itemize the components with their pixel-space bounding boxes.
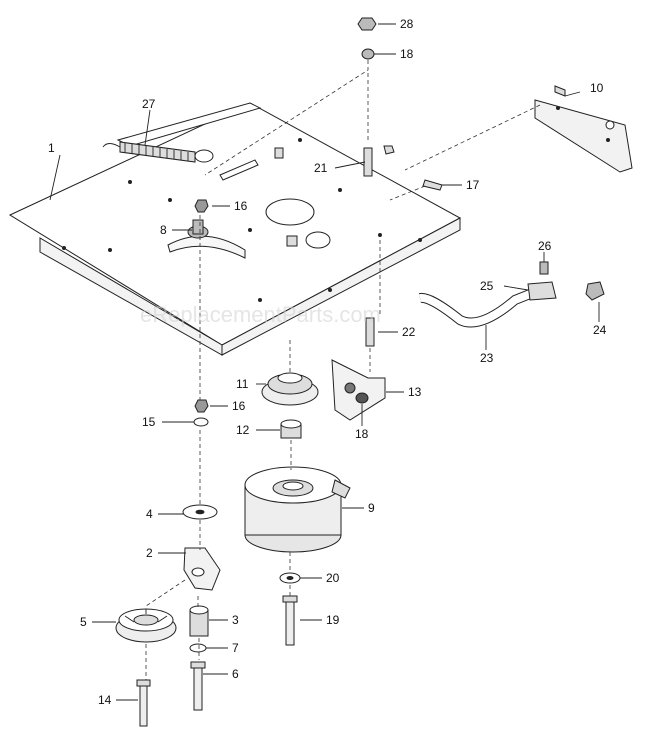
nut-part-28 bbox=[357, 17, 377, 31]
washer-part-7 bbox=[189, 643, 207, 653]
watermark: eReplacementParts.com bbox=[140, 302, 381, 327]
washer-part-4 bbox=[182, 504, 218, 520]
washer-part-15 bbox=[193, 417, 209, 427]
cap-part-24 bbox=[585, 281, 605, 301]
callout-13: 13 bbox=[408, 385, 422, 399]
callout-20: 20 bbox=[326, 571, 340, 585]
callout-23: 23 bbox=[480, 351, 494, 365]
clutch-part-9 bbox=[244, 466, 351, 553]
callout-17: 17 bbox=[466, 178, 480, 192]
nut-part-16-top bbox=[194, 199, 209, 213]
callout-18-bottom: 18 bbox=[355, 427, 369, 441]
hose-part-23 bbox=[419, 285, 542, 328]
spacer-part-3 bbox=[189, 605, 209, 637]
callout-14: 14 bbox=[98, 693, 112, 707]
washer-part-18-top bbox=[361, 48, 375, 60]
bolt-part-21 bbox=[363, 145, 395, 177]
fitting-part-26 bbox=[539, 261, 549, 275]
callout-22: 22 bbox=[402, 325, 416, 339]
assembly-lines bbox=[145, 60, 541, 680]
callout-2: 2 bbox=[146, 546, 153, 560]
callout-6: 6 bbox=[232, 667, 239, 681]
fitting-part-25 bbox=[527, 281, 557, 301]
callout-4: 4 bbox=[146, 507, 153, 521]
callout-21: 21 bbox=[314, 161, 328, 175]
callout-7: 7 bbox=[232, 641, 239, 655]
pulley-part-11 bbox=[261, 372, 319, 406]
callout-16-bottom: 16 bbox=[232, 399, 246, 413]
callout-16-top: 16 bbox=[234, 199, 248, 213]
callout-15: 15 bbox=[142, 415, 156, 429]
callout-27: 27 bbox=[142, 97, 156, 111]
callout-24: 24 bbox=[593, 323, 607, 337]
bracket-part-10 bbox=[534, 85, 633, 173]
callout-25: 25 bbox=[480, 279, 494, 293]
washer-part-18-bottom bbox=[355, 392, 369, 404]
callout-labels: 28 18 10 27 1 21 17 16 8 26 25 24 22 23 … bbox=[48, 17, 607, 707]
washer-part-20 bbox=[279, 572, 301, 584]
callout-12: 12 bbox=[236, 423, 250, 437]
callout-18-top: 18 bbox=[400, 47, 414, 61]
callout-11: 11 bbox=[236, 377, 249, 391]
studs-on-plate bbox=[274, 147, 298, 247]
callout-28: 28 bbox=[400, 17, 414, 31]
bolt-part-6 bbox=[190, 661, 206, 711]
callout-5: 5 bbox=[80, 615, 87, 629]
callout-26: 26 bbox=[538, 239, 552, 253]
callout-10: 10 bbox=[590, 81, 604, 95]
callout-9: 9 bbox=[368, 501, 375, 515]
stud-part-8 bbox=[187, 219, 209, 239]
mounting-plate bbox=[8, 102, 462, 356]
bracket-part-13 bbox=[331, 359, 386, 421]
bolt-part-17 bbox=[422, 179, 443, 191]
pulley-part-5 bbox=[115, 608, 177, 643]
leader-lines bbox=[49, 23, 600, 701]
bushing-part-12 bbox=[280, 419, 302, 439]
callout-19: 19 bbox=[326, 613, 340, 627]
bolt-part-14 bbox=[136, 679, 151, 727]
spring-part-27 bbox=[102, 141, 214, 163]
callout-1: 1 bbox=[48, 141, 55, 155]
bolt-part-22 bbox=[365, 317, 375, 347]
idler-arm-part-2 bbox=[183, 547, 221, 591]
callout-3: 3 bbox=[232, 613, 239, 627]
nut-part-16-bottom bbox=[194, 399, 209, 413]
callout-8: 8 bbox=[160, 223, 167, 237]
bolt-part-19 bbox=[282, 595, 298, 646]
